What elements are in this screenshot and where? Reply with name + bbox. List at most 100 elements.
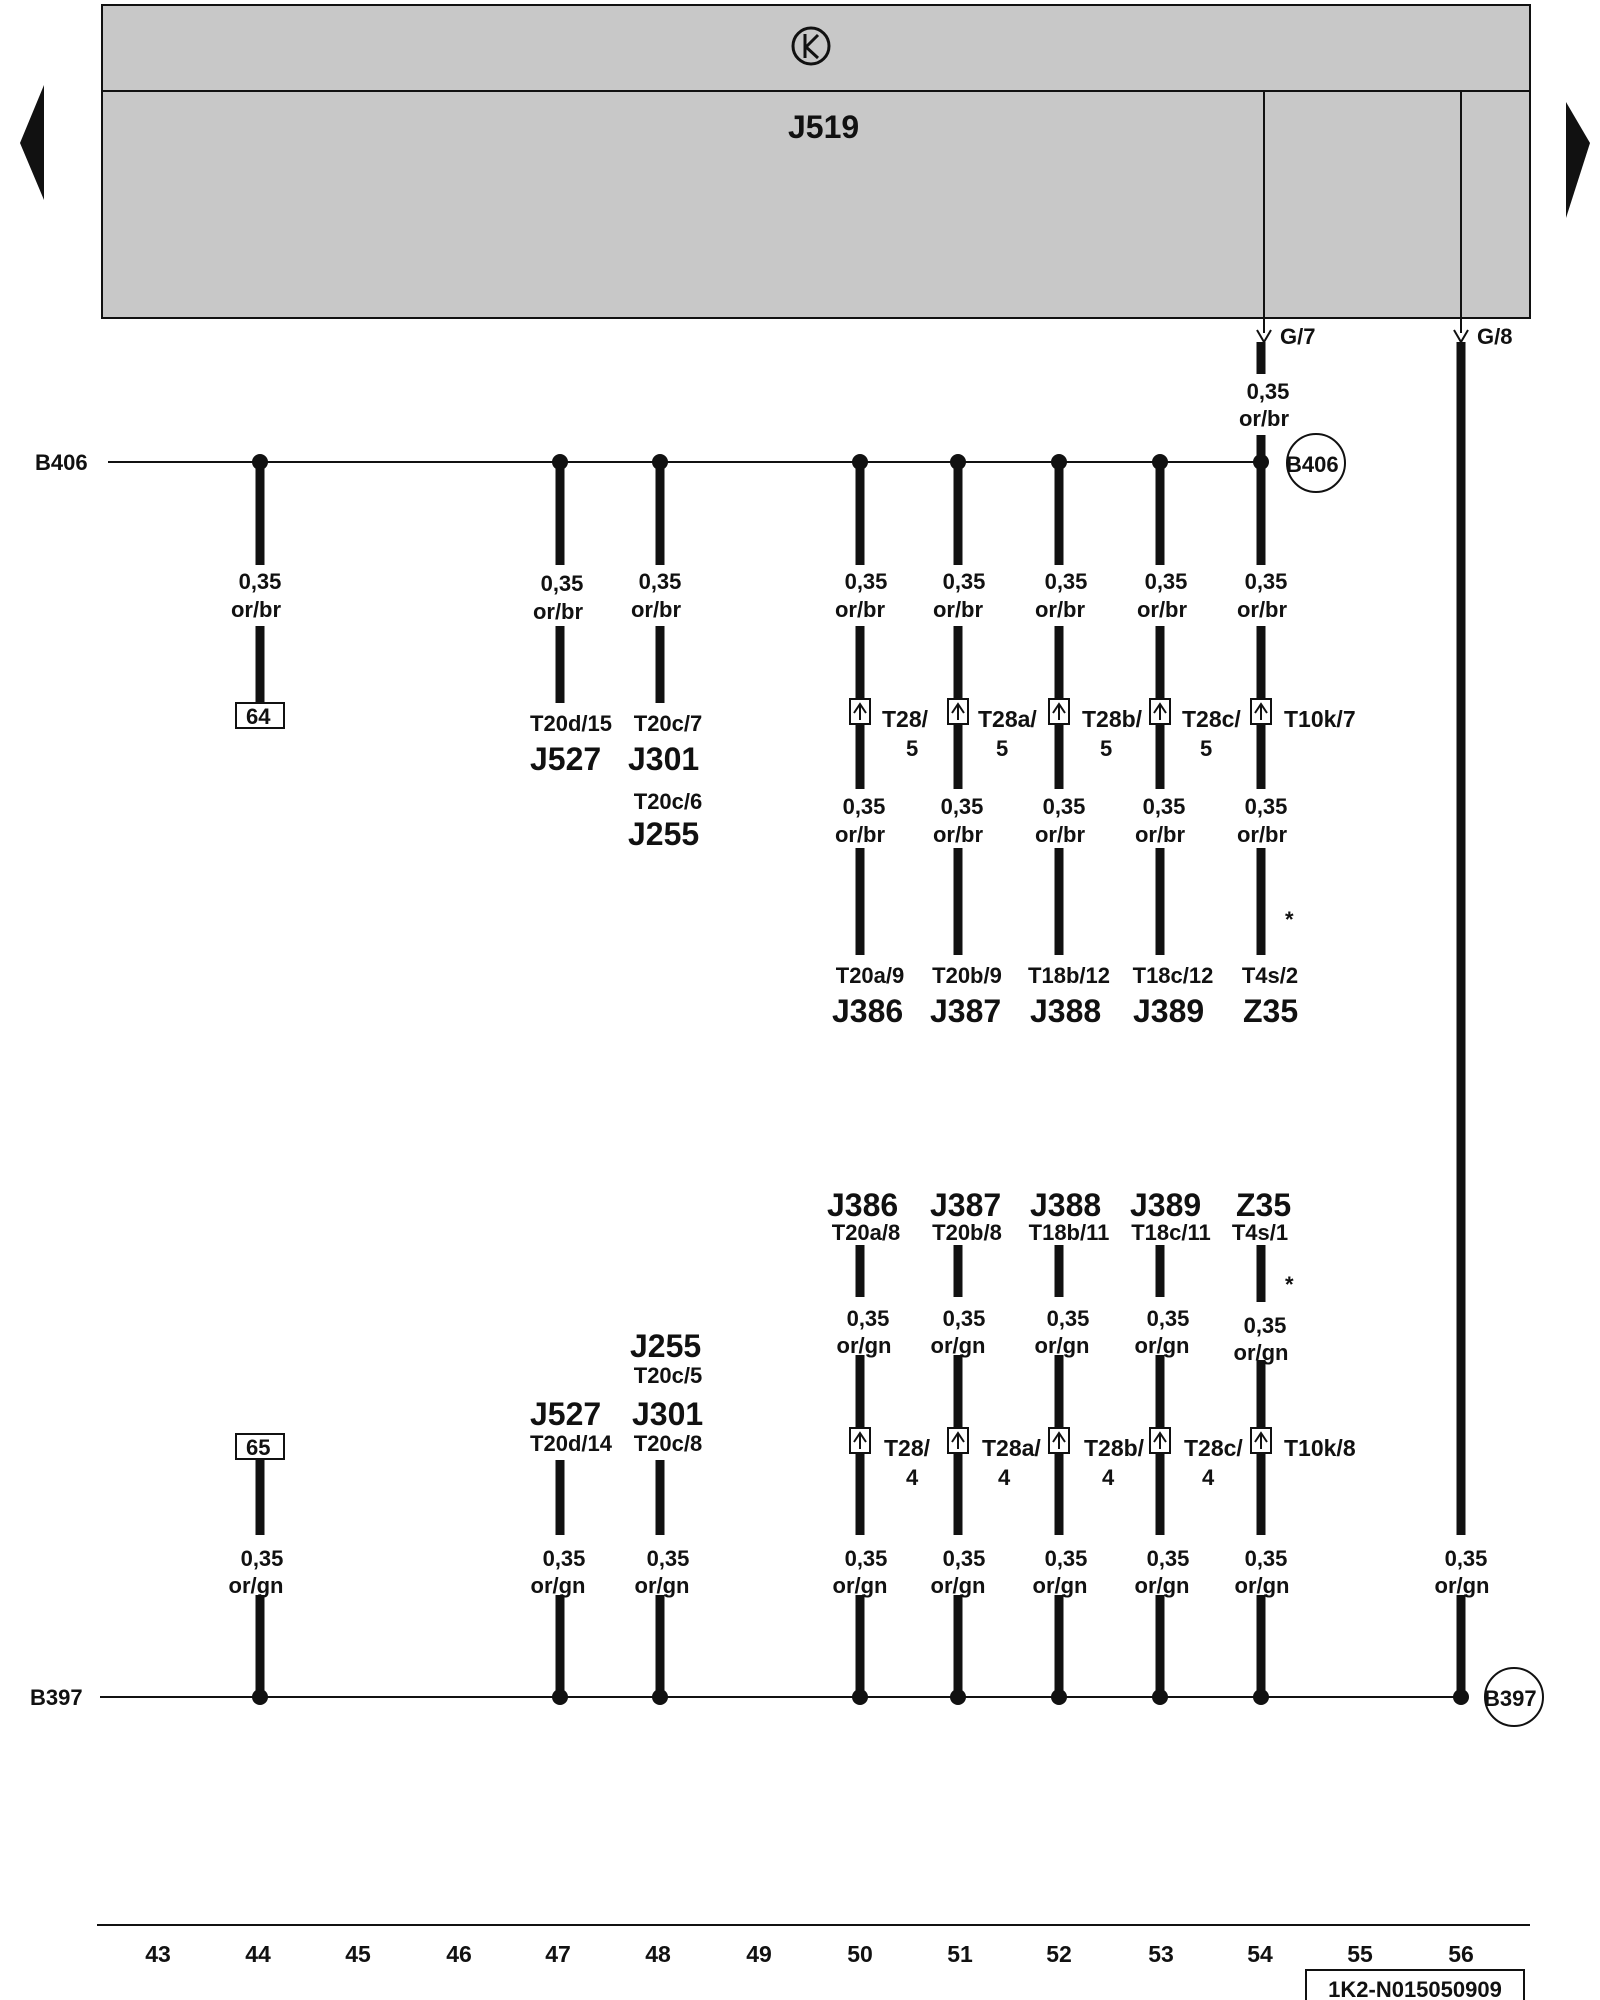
- svg-text:0,35: 0,35: [1247, 379, 1290, 404]
- pin-label-g8: G/8: [1477, 324, 1512, 349]
- svg-text:5: 5: [906, 736, 918, 761]
- svg-text:0,35: 0,35: [943, 1546, 986, 1571]
- component-j387-bottom: J387: [930, 1187, 1001, 1223]
- svg-text:B397: B397: [1484, 1686, 1537, 1711]
- svg-text:or/gn: or/gn: [833, 1573, 888, 1598]
- svg-text:64: 64: [246, 704, 271, 729]
- pin-t20d-14: T20d/14: [530, 1431, 613, 1456]
- pin-t20a-8: T20a/8: [832, 1220, 901, 1245]
- svg-text:0,35: 0,35: [1245, 1546, 1288, 1571]
- svg-text:or/gn: or/gn: [229, 1573, 284, 1598]
- component-j389-bottom: J389: [1130, 1187, 1201, 1223]
- connector-t28b-5: T28b/: [1082, 706, 1143, 732]
- svg-text:0,35: 0,35: [847, 1306, 890, 1331]
- svg-text:or/gn: or/gn: [1234, 1340, 1289, 1365]
- reference-marker-64[interactable]: 64: [235, 702, 285, 729]
- pin-label-g7: G/7: [1280, 324, 1315, 349]
- reference-marker-65[interactable]: 65: [235, 1433, 285, 1460]
- svg-text:0,35: 0,35: [1244, 1313, 1287, 1338]
- pin-t20c-7: T20c/7: [634, 711, 703, 736]
- column-number: 43: [145, 1941, 171, 1967]
- connector-b406-icon: B406: [1286, 433, 1346, 493]
- control-unit-j519: J519: [101, 4, 1531, 319]
- svg-text:or/br: or/br: [1035, 822, 1086, 847]
- svg-text:0,35: 0,35: [1147, 1546, 1190, 1571]
- svg-text:0,35: 0,35: [639, 569, 682, 594]
- svg-text:or/gn: or/gn: [635, 1573, 690, 1598]
- svg-text:0,35: 0,35: [1045, 569, 1088, 594]
- pin-t20c-5: T20c/5: [634, 1363, 703, 1388]
- next-page-arrow-icon[interactable]: [1566, 102, 1590, 218]
- svg-text:or/br: or/br: [1237, 597, 1288, 622]
- component-j387-top: J387: [930, 993, 1001, 1029]
- connector-t28a-5: T28a/: [978, 706, 1037, 732]
- branch-52-top: 0,35 or/br T28b/ 5 0,35 or/br T18b/12 J3…: [1028, 569, 1143, 1029]
- component-j301-bottom: J301: [632, 1396, 703, 1432]
- connector-t28b-4: T28b/: [1084, 1435, 1145, 1461]
- svg-text:0,35: 0,35: [543, 1546, 586, 1571]
- component-j301-top: J301: [628, 741, 699, 777]
- svg-text:or/br: or/br: [835, 822, 886, 847]
- component-j386-top: J386: [832, 993, 903, 1029]
- svg-text:or/gn: or/gn: [931, 1573, 986, 1598]
- control-unit-name: J519: [788, 109, 859, 145]
- column-number: 52: [1046, 1941, 1072, 1967]
- component-j386-bottom: J386: [827, 1187, 898, 1223]
- svg-text:5: 5: [996, 736, 1008, 761]
- component-j389-top: J389: [1133, 993, 1204, 1029]
- component-j388-bottom: J388: [1030, 1187, 1101, 1223]
- svg-text:B406: B406: [1286, 452, 1339, 477]
- branch-53-top: 0,35 or/br T28c/ 5 0,35 or/br T18c/12 J3…: [1133, 569, 1242, 1029]
- connector-t28-4: T28/: [884, 1435, 931, 1461]
- pin-t20b-9: T20b/9: [932, 963, 1002, 988]
- svg-text:or/br: or/br: [835, 597, 886, 622]
- branch-48-bottom: J255 T20c/5 J301 T20c/8 0,35 or/gn: [630, 1328, 703, 1598]
- column-numbers: 43 44 45 46 47 48 49 50 51 52 53 54 55 5…: [145, 1941, 1474, 1967]
- connector-b397-icon: B397: [1484, 1667, 1544, 1727]
- bus-label-b397: B397: [30, 1685, 83, 1710]
- branch-44-bottom: 0,35 or/gn: [229, 1546, 284, 1598]
- svg-text:or/gn: or/gn: [1135, 1573, 1190, 1598]
- branch-50-top: 0,35 or/br T28/ 5 0,35 or/br T20a/9 J386: [832, 569, 929, 1029]
- branch-52-bottom: J388 T18b/11 0,35 or/gn T28b/ 4 0,35 or/…: [1029, 1187, 1145, 1598]
- connector-t28a-4: T28a/: [982, 1435, 1041, 1461]
- connector-t28-5: T28/: [882, 706, 929, 732]
- component-j255-top: J255: [628, 816, 699, 852]
- asterisk-note-bottom: *: [1285, 1272, 1294, 1297]
- column-number: 48: [645, 1941, 671, 1967]
- svg-text:0,35: 0,35: [845, 569, 888, 594]
- document-number: 1K2-N015050909: [1305, 1969, 1525, 2000]
- branch-51-top: 0,35 or/br T28a/ 5 0,35 or/br T20b/9 J38…: [930, 569, 1037, 1029]
- junction-dots: [252, 454, 1469, 1705]
- svg-text:0,35: 0,35: [845, 1546, 888, 1571]
- previous-page-arrow-icon[interactable]: [20, 85, 44, 200]
- branch-47-top: 0,35 or/br T20d/15 J527: [530, 571, 612, 777]
- connector-t10k-7: T10k/7: [1284, 706, 1356, 732]
- svg-text:5: 5: [1100, 736, 1112, 761]
- branch-50-bottom: J386 T20a/8 0,35 or/gn T28/ 4 0,35 or/gn: [827, 1187, 931, 1598]
- terminal-k-symbol-icon: [791, 26, 831, 66]
- svg-text:0,35: 0,35: [941, 794, 984, 819]
- svg-text:0,35: 0,35: [1043, 794, 1086, 819]
- column-number: 50: [847, 1941, 873, 1967]
- connector-t28c-5: T28c/: [1182, 706, 1241, 732]
- branch-48-top: 0,35 or/br T20c/7 J301 T20c/6 J255: [628, 569, 702, 852]
- branch-44-top: 0,35 or/br: [231, 569, 282, 622]
- column-number: 53: [1148, 1941, 1174, 1967]
- svg-text:0,35: 0,35: [239, 569, 282, 594]
- column-number: 45: [345, 1941, 371, 1967]
- svg-text:or/gn: or/gn: [931, 1333, 986, 1358]
- svg-text:or/br: or/br: [1035, 597, 1086, 622]
- column-number: 54: [1247, 1941, 1273, 1967]
- svg-text:1K2-N015050909: 1K2-N015050909: [1328, 1977, 1502, 2000]
- svg-text:0,35: 0,35: [843, 794, 886, 819]
- svg-text:or/gn: or/gn: [1235, 1573, 1290, 1598]
- svg-text:4: 4: [998, 1465, 1011, 1490]
- pin-t4s-2: T4s/2: [1242, 963, 1298, 988]
- svg-text:or/br: or/br: [631, 597, 682, 622]
- pin-t20b-8: T20b/8: [932, 1220, 1002, 1245]
- wire-label-g7-top: 0,35 or/br: [1239, 379, 1290, 431]
- svg-text:0,35: 0,35: [1045, 1546, 1088, 1571]
- svg-text:4: 4: [906, 1465, 919, 1490]
- plug-connector-icons: [849, 698, 1272, 1454]
